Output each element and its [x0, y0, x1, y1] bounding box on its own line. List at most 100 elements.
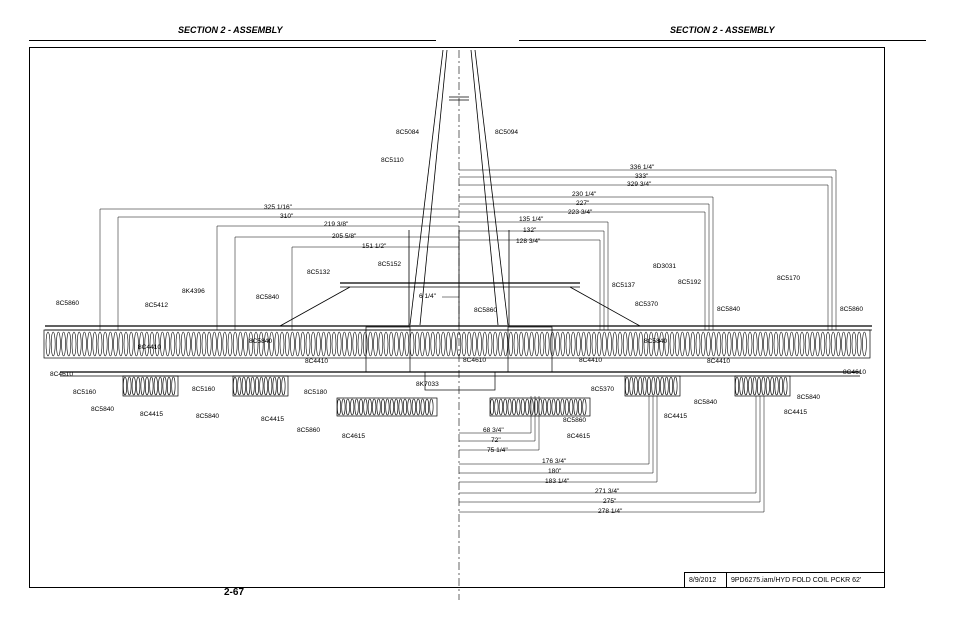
coil-ring	[643, 331, 649, 357]
coil-ring	[830, 331, 836, 357]
coil-ring	[92, 331, 98, 357]
coil-ring	[354, 398, 359, 416]
coil-ring	[425, 331, 430, 357]
coil-ring	[655, 376, 660, 396]
part-callout: 8C4410	[579, 357, 602, 364]
coil-ring	[140, 376, 145, 396]
coil-ring	[622, 331, 628, 357]
coil-ring	[246, 376, 251, 396]
coil-ring	[362, 331, 368, 357]
coil-ring	[131, 376, 136, 396]
coil-ring	[542, 398, 547, 416]
dim-336-1-4: 336 1/4"	[630, 164, 655, 171]
part-callout: 8C4415	[784, 409, 807, 416]
title-block-file: 9PD6275.iam/HYD FOLD COIL PCKR 62'	[726, 572, 885, 588]
coil-ring	[123, 331, 129, 357]
coil-ring	[451, 331, 456, 357]
coil-ring	[276, 376, 281, 396]
coil-ring	[238, 331, 243, 357]
part-callout: 8C5110	[381, 157, 404, 164]
coil-ring	[617, 331, 623, 357]
coil-ring	[394, 331, 399, 357]
coil-ring	[331, 331, 337, 357]
coil-ring	[648, 331, 654, 357]
coil-ring	[673, 376, 678, 396]
section-header-left: SECTION 2 - ASSEMBLY	[178, 25, 283, 35]
part-callout: 8C5137	[612, 282, 635, 289]
coil-ring	[357, 331, 363, 357]
coil-ring	[539, 331, 545, 357]
coil-ring	[342, 331, 347, 357]
coil-ring	[573, 398, 578, 416]
coil-ring	[118, 331, 124, 357]
coil-ring	[420, 331, 425, 357]
coil-ring	[629, 376, 634, 396]
coil-ring	[461, 331, 467, 357]
coil-ring	[87, 331, 92, 357]
coil-ring	[586, 331, 592, 357]
coil-ring	[482, 331, 488, 357]
part-callout: 8C4615	[342, 433, 365, 440]
coil-ring	[71, 331, 77, 357]
dim-183-1-4: 183 1/4"	[545, 478, 570, 485]
hitch-left-rail	[409, 49, 444, 326]
coil-ring	[680, 331, 685, 357]
coil-ring	[706, 331, 711, 357]
coil-ring	[269, 331, 274, 357]
coil-ring	[139, 331, 144, 357]
coil-ring	[250, 376, 255, 396]
coil-ring	[259, 376, 264, 396]
coil-ring	[624, 376, 629, 396]
coil-ring	[778, 331, 784, 357]
part-callout: 8C4415	[261, 416, 284, 423]
part-callout: 8C5840	[256, 294, 279, 301]
coil-ring	[162, 376, 167, 396]
coil-ring	[508, 331, 514, 357]
coil-ring	[774, 376, 779, 396]
coil-ring	[127, 376, 132, 396]
coil-ring	[108, 331, 113, 357]
coil-ring	[538, 398, 543, 416]
dim-128-3-4: 128 3/4"	[516, 238, 541, 245]
coil-ring	[856, 331, 862, 357]
coil-ring	[243, 331, 248, 357]
coil-ring	[429, 398, 434, 416]
dim-135-1-4: 135 1/4"	[519, 216, 544, 223]
coil-ring	[153, 376, 158, 396]
coil-ring	[534, 331, 540, 357]
coil-ring	[581, 331, 586, 357]
dim-275: 275"	[603, 498, 617, 505]
coil-ring	[669, 331, 675, 357]
coil-ring	[295, 331, 300, 357]
coil-ring	[765, 376, 770, 396]
coil-ring	[498, 331, 503, 357]
part-callout: 8C4410	[305, 358, 328, 365]
coil-ring	[394, 398, 399, 416]
coil-ring	[424, 398, 429, 416]
coil-ring	[50, 331, 56, 357]
coil-ring	[654, 331, 659, 357]
coil-ring	[633, 376, 638, 396]
coil-ring	[477, 331, 482, 357]
title-block-date: 8/9/2012	[684, 572, 726, 588]
coil-ring	[739, 376, 744, 396]
coil-ring	[158, 376, 163, 396]
part-callouts: 8C5084 8C5094 8C5110 8C5132 8C5152 8K439…	[50, 129, 866, 440]
part-callout: 8C5840	[694, 399, 717, 406]
coil-ring	[171, 376, 176, 396]
coil-ring	[472, 331, 477, 357]
coil-ring	[82, 331, 87, 357]
coil-ring	[134, 331, 139, 357]
coil-ring	[402, 398, 407, 416]
part-callout: 8C5180	[304, 389, 327, 396]
coil-ring	[350, 398, 355, 416]
coil-ring	[700, 331, 706, 357]
coil-ring	[841, 331, 846, 357]
coil-ring	[102, 331, 108, 357]
coil-ring	[638, 331, 644, 357]
dim-333: 333"	[635, 173, 649, 180]
coil-ring	[305, 331, 311, 357]
coil-ring	[862, 331, 867, 357]
dim-219-3-8: 219 3/8"	[324, 221, 349, 228]
coil-ring	[385, 398, 390, 416]
